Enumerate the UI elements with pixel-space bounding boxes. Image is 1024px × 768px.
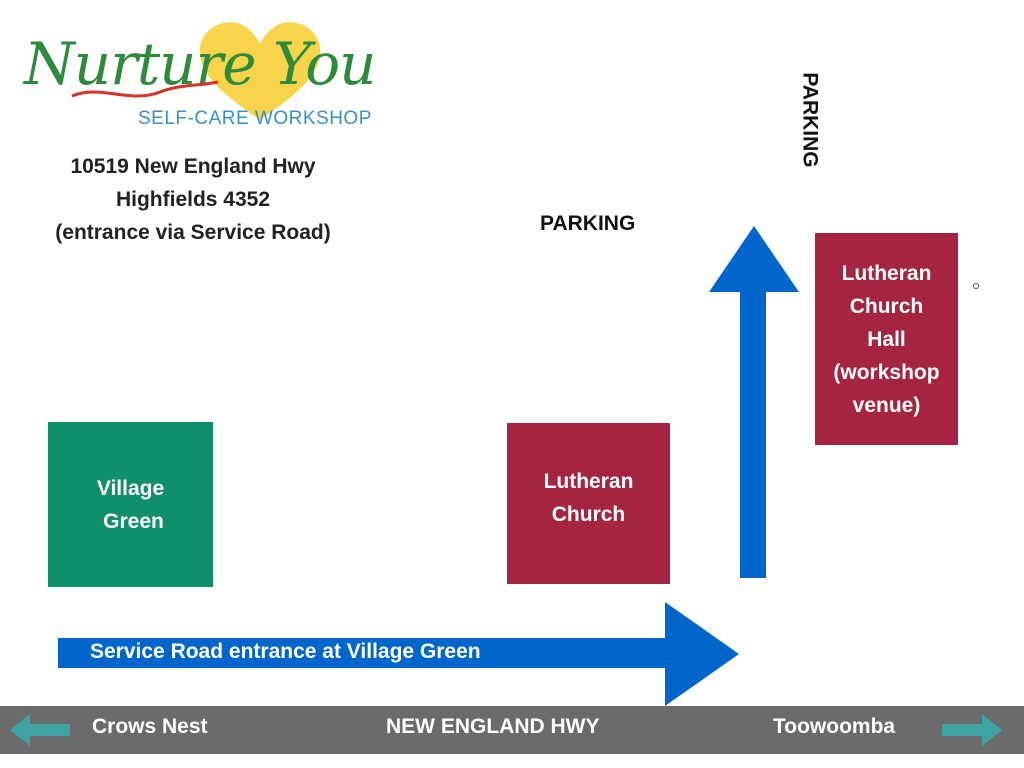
arrow-right-icon — [58, 602, 739, 706]
lutheran-church-block: Lutheran Church — [507, 423, 670, 584]
highway-left-label: Crows Nest — [92, 715, 208, 738]
stray-mark — [973, 283, 979, 289]
address-line-1: 10519 New England Hwy — [70, 155, 316, 178]
village-green-line-2: Green — [103, 509, 164, 533]
church-hall-line-3: Hall — [867, 327, 906, 351]
lutheran-church-line-2: Church — [551, 502, 626, 526]
lutheran-church-line-1: Lutheran — [543, 469, 634, 493]
address-block: 10519 New England Hwy Highfields 4352 (e… — [18, 150, 368, 249]
parking-vertical-label: PARKING — [798, 72, 822, 168]
arrow-up-icon — [709, 226, 799, 578]
address-line-3: (entrance via Service Road) — [55, 221, 331, 244]
parking-label: PARKING — [540, 212, 636, 235]
arrow-left-icon — [10, 714, 70, 746]
highway-right-label: Toowoomba — [773, 715, 896, 738]
highway-bar — [0, 706, 1024, 754]
logo-subtitle: SELF-CARE WORKSHOP — [138, 108, 372, 129]
service-road-label: Service Road entrance at Village Green — [90, 640, 481, 663]
swoosh-icon — [71, 80, 219, 98]
highway-center-label: NEW ENGLAND HWY — [386, 715, 600, 738]
logo-script-text: Nurture You — [24, 30, 377, 98]
church-hall-line-2: Church — [849, 294, 924, 318]
church-hall-line-1: Lutheran — [841, 261, 932, 285]
church-hall-block: Lutheran Church Hall (workshop venue) — [815, 233, 958, 445]
arrow-right-icon — [942, 714, 1002, 746]
village-green-block: Village Green — [48, 422, 213, 587]
address-line-2: Highfields 4352 — [115, 188, 271, 211]
village-green-line-1: Village — [96, 476, 165, 500]
heart-icon — [199, 22, 321, 120]
church-hall-line-4: (workshop — [833, 360, 940, 384]
church-hall-line-5: venue) — [852, 393, 921, 417]
